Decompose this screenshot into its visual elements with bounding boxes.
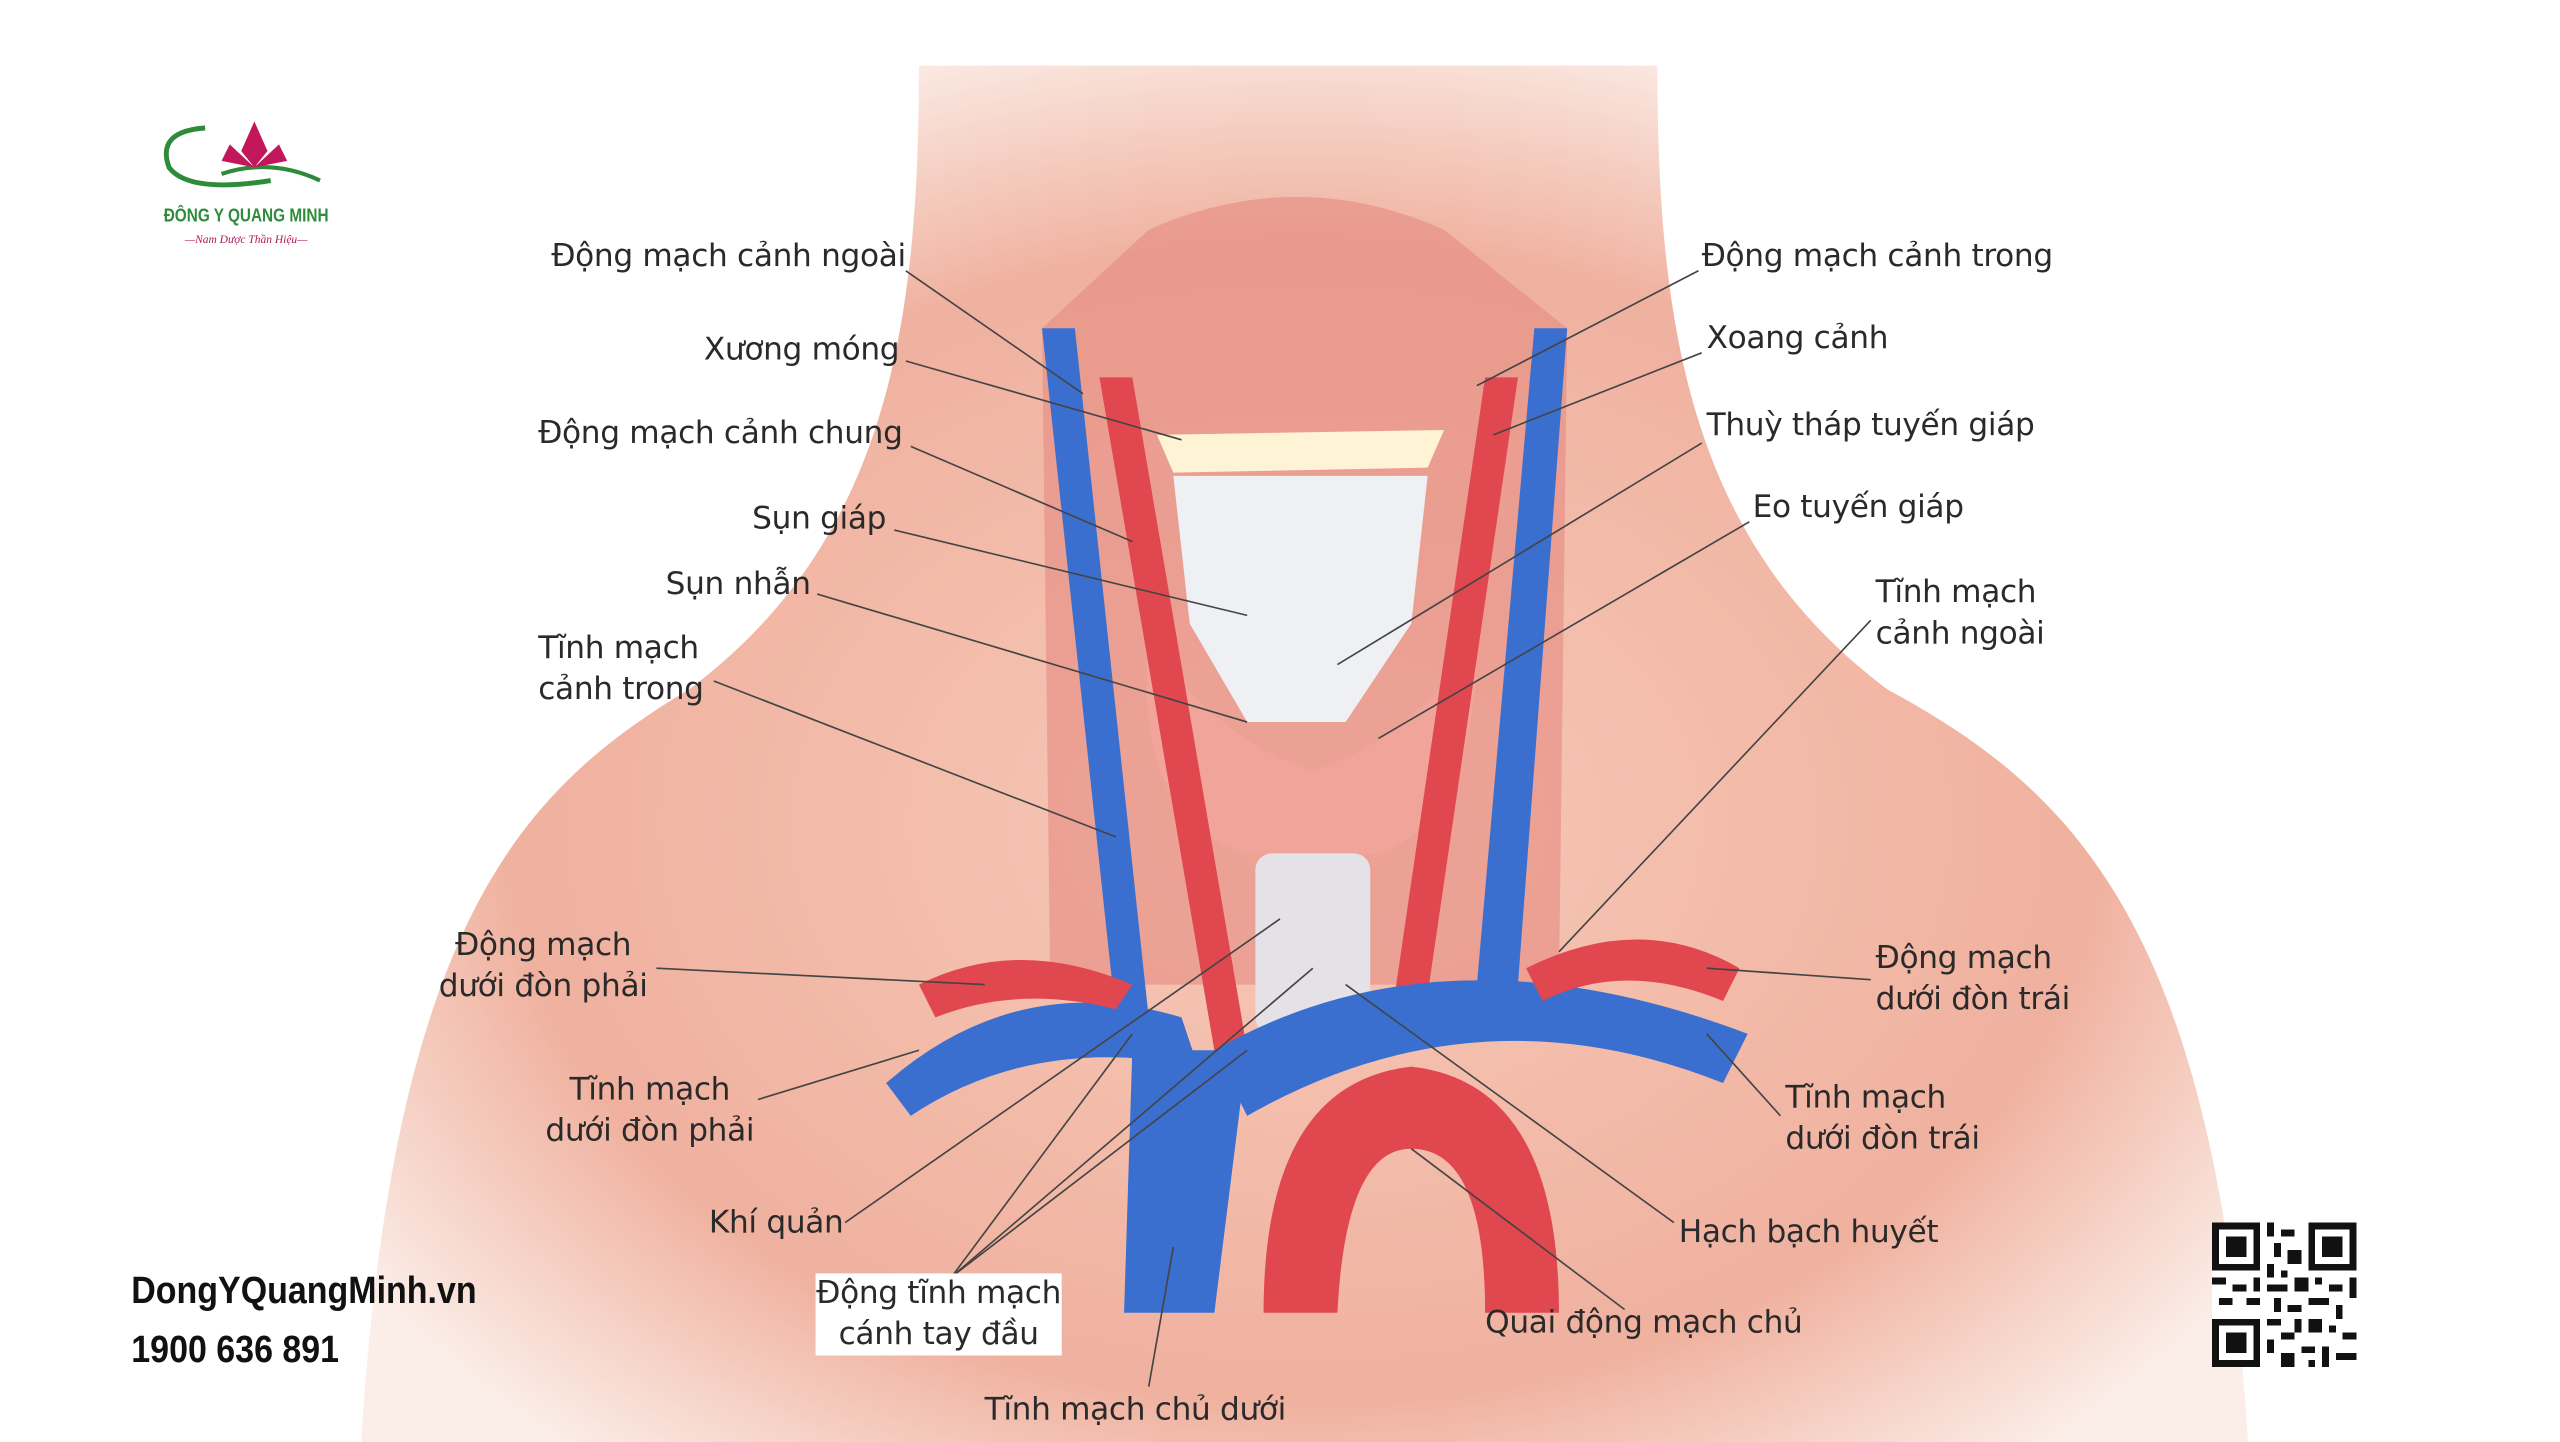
label-pyramidal-lobe: Thuỳ tháp tuyến giáp <box>1706 406 2035 444</box>
logo-name: ĐÔNG Y QUANG MINH <box>163 206 329 227</box>
label-line: dưới đòn phải <box>545 1112 755 1149</box>
label-line: Tĩnh mạch <box>538 630 699 667</box>
website-text: DongYQuangMinh.vn <box>131 1268 477 1312</box>
label-cricoid-cartilage: Sụn nhẫn <box>665 566 811 603</box>
label-line: Động mạch <box>1875 940 2052 977</box>
label-thyroid-cartilage: Sụn giáp <box>752 500 887 537</box>
brand-logo: ĐÔNG Y QUANG MINH —Nam Dược Thần Hiệu— <box>156 115 337 263</box>
phone-text: 1900 636 891 <box>131 1327 340 1371</box>
label-brachiocephalic: Động tĩnh mạch cánh tay đầu <box>815 1273 1062 1356</box>
label-trachea: Khí quản <box>708 1204 844 1241</box>
thyroid-gland <box>1146 639 1477 854</box>
label-thyroid-isthmus: Eo tuyến giáp <box>1752 489 1964 526</box>
leader-lines <box>656 270 1872 1387</box>
label-aortic-arch: Quai động mạch chủ <box>1485 1304 1803 1341</box>
hyoid-bone <box>1156 429 1445 473</box>
label-internal-carotid-artery: Động mạch cảnh trong <box>1701 237 2053 275</box>
label-line: Động mạch <box>455 927 632 964</box>
subclavian-vein-left <box>1214 980 1748 1116</box>
label-line: Tĩnh mạch <box>1785 1079 1946 1116</box>
label-line: dưới đòn trái <box>1785 1120 1980 1157</box>
label-line: Động tĩnh mạch <box>816 1275 1062 1312</box>
subclavian-artery-left <box>1526 939 1740 1002</box>
label-line: cánh tay đầu <box>838 1316 1039 1353</box>
label-right-subclavian-vein: Tĩnh mạch dưới đòn phải <box>542 1070 759 1152</box>
label-vena-cava: Tĩnh mạch chủ dưới <box>984 1391 1287 1428</box>
logo-slogan: —Nam Dược Thần Hiệu— <box>184 233 308 247</box>
label-line: dưới đòn trái <box>1875 981 2071 1018</box>
carotid-right <box>1099 377 1248 1051</box>
label-common-carotid-artery: Động mạch cảnh chung <box>538 415 903 452</box>
thyroid-cartilage <box>1173 475 1428 723</box>
label-internal-jugular-vein: Tĩnh mạch cảnh trong <box>538 629 704 711</box>
label-line: cảnh trong <box>538 671 704 708</box>
carotid-left <box>1386 377 1518 1051</box>
qr-code-icon <box>2212 1222 2357 1367</box>
label-hyoid-bone: Xương móng <box>703 331 900 368</box>
label-line: Tĩnh mạch <box>1875 574 2037 611</box>
label-carotid-sinus: Xoang cảnh <box>1706 319 1889 357</box>
label-right-subclavian-artery: Động mạch dưới đòn phải <box>435 926 652 1008</box>
label-external-jugular-vein: Tĩnh mạch cảnh ngoài <box>1876 573 2045 655</box>
label-line: dưới đòn phải <box>438 968 648 1005</box>
label-line: cảnh ngoài <box>1875 615 2045 652</box>
label-lymph-node: Hạch bạch huyết <box>1678 1214 1939 1251</box>
label-left-subclavian-vein: Tĩnh mạch dưới đòn trái <box>1785 1078 1980 1160</box>
lotus-icon <box>163 121 321 188</box>
int-jugular-left <box>1476 328 1568 985</box>
label-external-carotid-artery: Động mạch cảnh ngoài <box>551 237 906 275</box>
label-left-subclavian-artery: Động mạch dưới đòn trái <box>1875 939 2071 1021</box>
vena-cava <box>1124 1050 1248 1313</box>
int-jugular-right <box>1042 328 1149 1018</box>
label-line: Tĩnh mạch <box>569 1071 731 1108</box>
trachea <box>1255 853 1371 1034</box>
subclavian-artery-right <box>918 959 1133 1018</box>
aortic-arch <box>1263 1066 1559 1313</box>
